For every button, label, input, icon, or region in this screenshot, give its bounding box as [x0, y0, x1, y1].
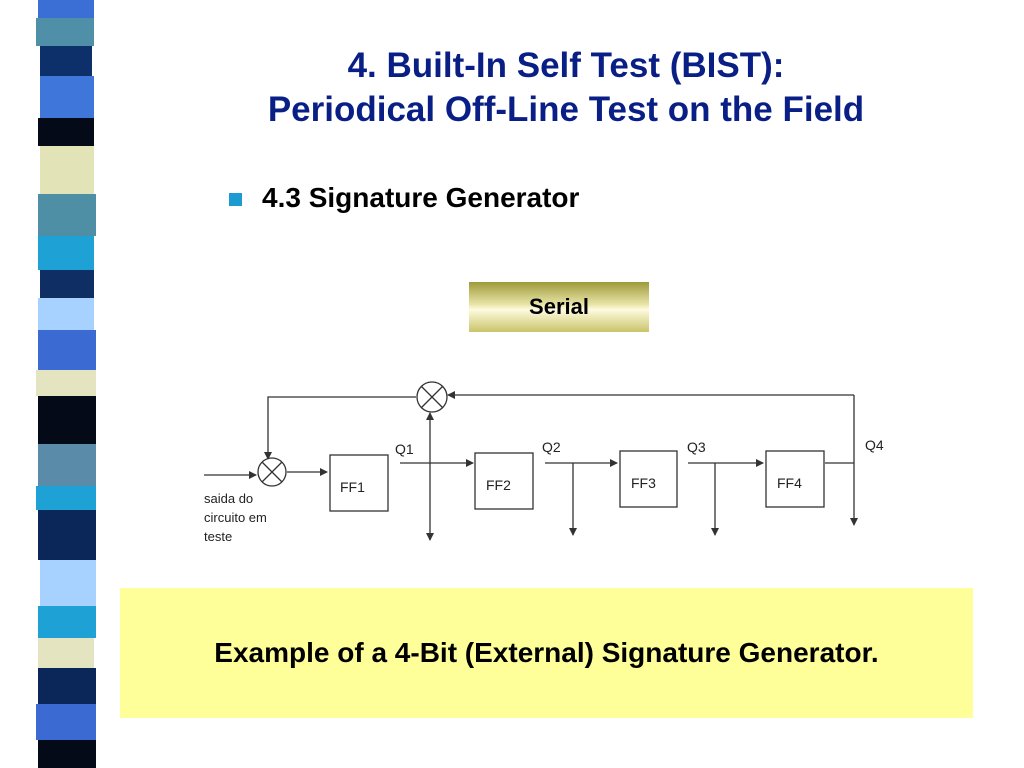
- decorative-stripe-bar: [0, 0, 120, 768]
- output-label-q4: Q4: [865, 437, 884, 453]
- xor-gate-input-icon: [257, 457, 287, 487]
- serial-badge: Serial: [469, 282, 649, 332]
- caption-box: Example of a 4-Bit (External) Signature …: [120, 588, 973, 718]
- input-label-line-2: circuito em: [204, 510, 267, 525]
- output-label-q3: Q3: [687, 439, 706, 455]
- output-label-q2: Q2: [542, 439, 561, 455]
- title-line-1: 4. Built-In Self Test (BIST):: [347, 46, 785, 85]
- input-label-line-1: saida do: [204, 491, 253, 506]
- slide-title: 4. Built-In Self Test (BIST): Periodical…: [200, 44, 932, 132]
- bullet-square-icon: [229, 193, 242, 206]
- signature-generator-diagram: FF1 FF2 FF3 FF4 Q1 Q2 Q3 Q4 saida do cir…: [204, 381, 884, 544]
- title-line-2: Periodical Off-Line Test on the Field: [267, 90, 865, 129]
- xor2-to-xor1-wire: [264, 396, 416, 460]
- serial-badge-label: Serial: [529, 294, 589, 319]
- bullet-heading: 4.3 Signature Generator: [262, 182, 580, 213]
- caption-text: Example of a 4-Bit (External) Signature …: [214, 637, 879, 668]
- flip-flop-label-1: FF1: [340, 479, 365, 495]
- flip-flop-label-4: FF4: [777, 475, 802, 491]
- flip-flop-box-1: [329, 454, 389, 512]
- flip-flop-label-2: FF2: [486, 477, 511, 493]
- output-label-q1: Q1: [395, 441, 414, 457]
- flip-flop-box-2: [474, 452, 534, 510]
- flip-flop-box-4: [765, 450, 825, 508]
- flip-flop-label-3: FF3: [631, 475, 656, 491]
- xor-gate-feedback-icon: [416, 381, 448, 413]
- flip-flop-box-3: [619, 450, 678, 508]
- input-label-line-3: teste: [204, 529, 232, 544]
